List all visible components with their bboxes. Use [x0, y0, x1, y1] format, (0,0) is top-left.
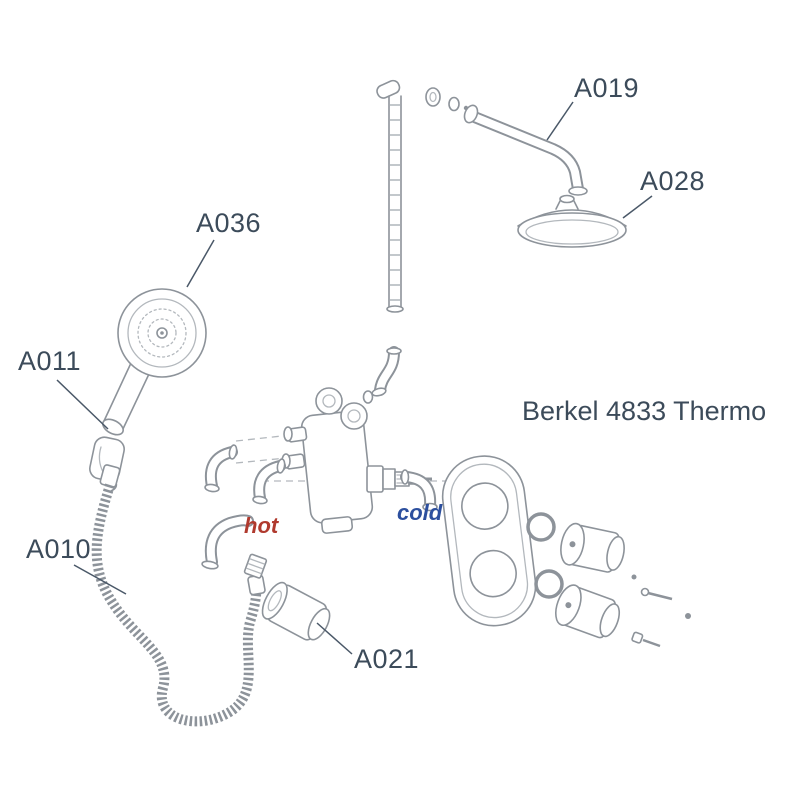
hand-shower	[102, 288, 207, 436]
pipe-elbow-lower	[362, 346, 402, 404]
riser-pipe	[376, 79, 404, 313]
cold-elbow	[400, 469, 438, 512]
leader-lines	[56, 101, 653, 655]
valve-body	[235, 387, 448, 534]
leader-a021	[316, 622, 353, 655]
screws	[631, 574, 691, 648]
product-title: Berkel 4833 Thermo	[522, 396, 767, 426]
cold-annotation: cold	[397, 500, 443, 525]
hot-elbows	[204, 444, 286, 505]
label-a011: A011	[18, 346, 82, 376]
hot-annotation: hot	[244, 513, 279, 538]
label-a028: A028	[640, 166, 706, 196]
leader-a036	[186, 239, 215, 288]
overhead-shower	[517, 194, 627, 248]
shower-hose	[91, 464, 266, 727]
label-a021: A021	[354, 644, 420, 674]
leader-a011	[56, 379, 109, 430]
hot-inlet-pipe	[201, 514, 254, 570]
label-a010: A010	[26, 534, 92, 564]
label-a036: A036	[196, 208, 262, 238]
shower-arm	[463, 104, 588, 196]
mounting-plate	[441, 455, 537, 627]
leader-a028	[622, 195, 653, 219]
leader-a010	[73, 564, 127, 595]
wall-outlet	[243, 553, 331, 641]
arm-washers	[425, 87, 469, 112]
control-knobs	[555, 522, 625, 639]
leader-a019	[546, 101, 574, 141]
label-a019: A019	[574, 73, 640, 103]
o-rings	[526, 512, 564, 599]
